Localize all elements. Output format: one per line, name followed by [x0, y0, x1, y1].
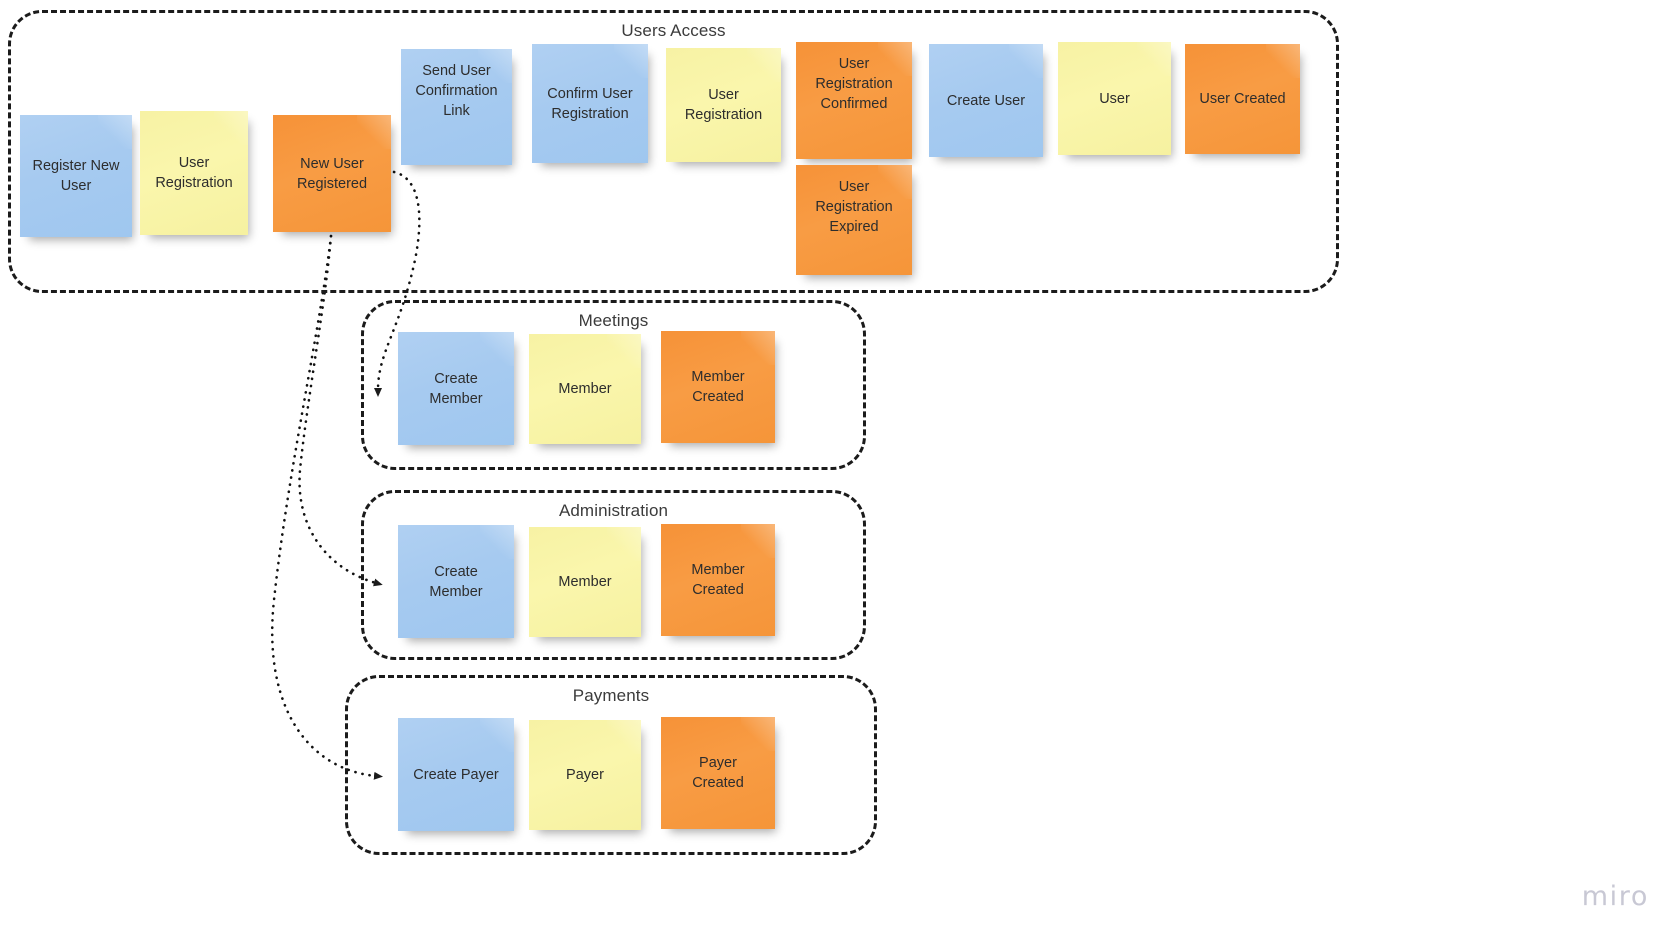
- sticky-note-meetings-create-member[interactable]: Create Member: [398, 332, 514, 445]
- swimlane-administration[interactable]: Administration: [361, 490, 866, 660]
- sticky-note-payments-create-payer[interactable]: Create Payer: [398, 718, 514, 831]
- sticky-note-user-created[interactable]: User Created: [1185, 44, 1300, 154]
- sticky-note-administration-member[interactable]: Member: [529, 527, 641, 637]
- sticky-note-administration-create-member[interactable]: Create Member: [398, 525, 514, 638]
- swimlane-payments[interactable]: Payments: [345, 675, 877, 855]
- sticky-note-confirm-user-registration[interactable]: Confirm User Registration: [532, 44, 648, 163]
- swimlane-title-administration: Administration: [558, 501, 669, 520]
- swimlane-title-payments: Payments: [572, 686, 650, 705]
- sticky-note-user-registration-expired[interactable]: User Registration Expired: [796, 165, 912, 275]
- swimlane-meetings[interactable]: Meetings: [361, 300, 866, 470]
- sticky-note-administration-member-created[interactable]: Member Created: [661, 524, 775, 636]
- swimlane-users-access[interactable]: Users Access: [8, 10, 1339, 293]
- swimlane-title-meetings: Meetings: [578, 311, 649, 330]
- sticky-note-meetings-member-created[interactable]: Member Created: [661, 331, 775, 443]
- sticky-note-payments-payer-created[interactable]: Payer Created: [661, 717, 775, 829]
- sticky-note-new-user-registered[interactable]: New User Registered: [273, 115, 391, 232]
- sticky-note-user-registration-confirmed[interactable]: User Registration Confirmed: [796, 42, 912, 159]
- sticky-note-register-new-user[interactable]: Register New User: [20, 115, 132, 237]
- miro-watermark: miro: [1581, 881, 1649, 912]
- sticky-note-meetings-member[interactable]: Member: [529, 334, 641, 444]
- sticky-note-send-user-confirmation-link[interactable]: Send User Confirmation Link: [401, 49, 512, 165]
- sticky-note-create-user[interactable]: Create User: [929, 44, 1043, 157]
- sticky-note-user-registration-1[interactable]: User Registration: [140, 111, 248, 235]
- sticky-note-payments-payer[interactable]: Payer: [529, 720, 641, 830]
- swimlane-title-users-access: Users Access: [621, 21, 726, 40]
- sticky-note-user-registration-2[interactable]: User Registration: [666, 48, 781, 162]
- sticky-note-user[interactable]: User: [1058, 42, 1171, 155]
